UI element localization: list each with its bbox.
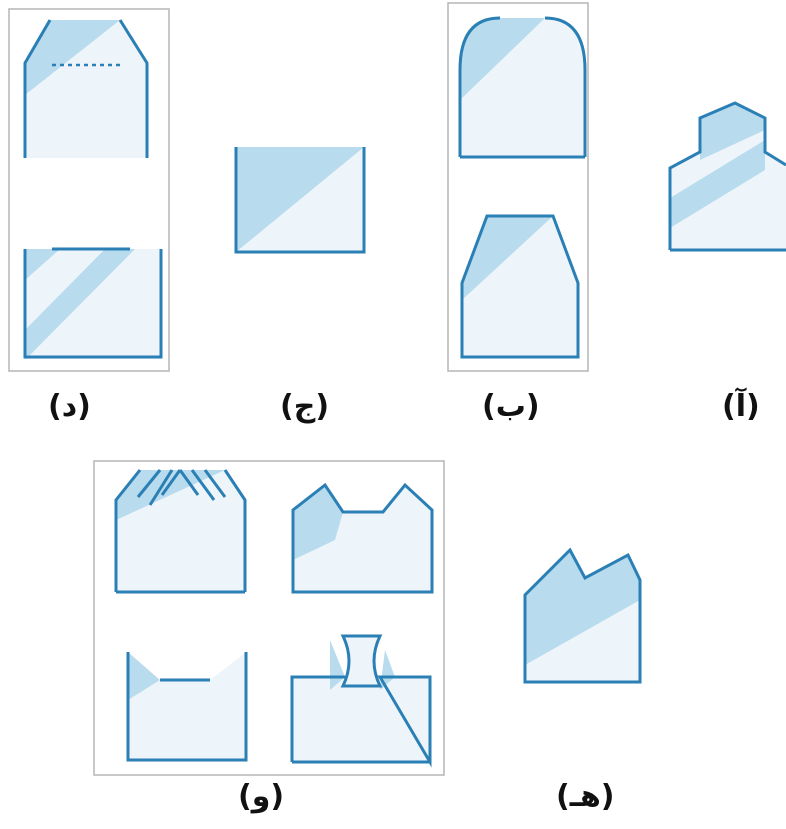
shape-e: [525, 550, 640, 682]
shape-a: [670, 103, 786, 250]
label-f: (و): [238, 782, 284, 812]
shape-d-bottom: [25, 249, 161, 360]
shape-b-top: [460, 18, 585, 157]
label-b: (ب): [482, 392, 540, 422]
label-a: (آ): [722, 392, 760, 422]
label-d: (د): [48, 392, 91, 422]
shape-f4-body: [292, 677, 430, 762]
shape-f4: [292, 636, 430, 762]
shape-f4-spool: [343, 636, 380, 686]
shape-f1: [116, 470, 245, 592]
shape-c: [236, 147, 364, 252]
label-e: (هـ): [556, 782, 614, 812]
shape-f2: [293, 485, 432, 592]
label-c: (ج): [280, 392, 329, 422]
shape-f3: [128, 652, 246, 760]
shape-d-top: [25, 20, 147, 158]
shape-b-bottom: [462, 216, 578, 357]
